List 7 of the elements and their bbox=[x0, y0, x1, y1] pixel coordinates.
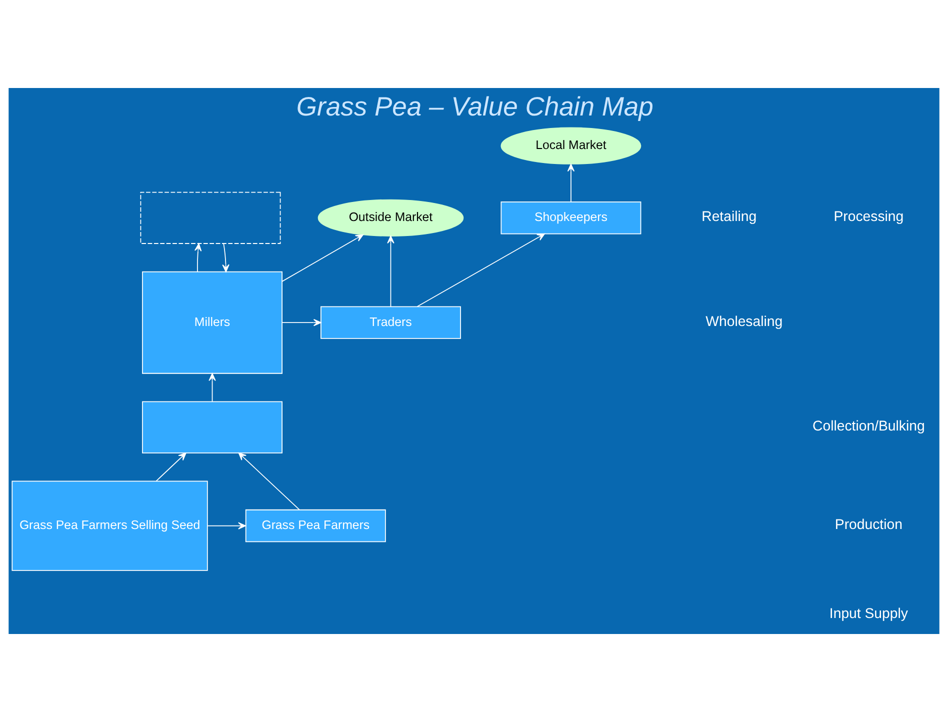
label: Production bbox=[834, 516, 902, 532]
label: Wholesaling bbox=[706, 312, 783, 328]
label: Input Supply bbox=[829, 604, 908, 620]
diagram-title: Grass Pea – Value Chain Map bbox=[296, 90, 654, 121]
label: Collection/Bulking bbox=[812, 417, 925, 434]
label: Processing bbox=[834, 208, 904, 224]
label: Retailing bbox=[702, 208, 757, 224]
